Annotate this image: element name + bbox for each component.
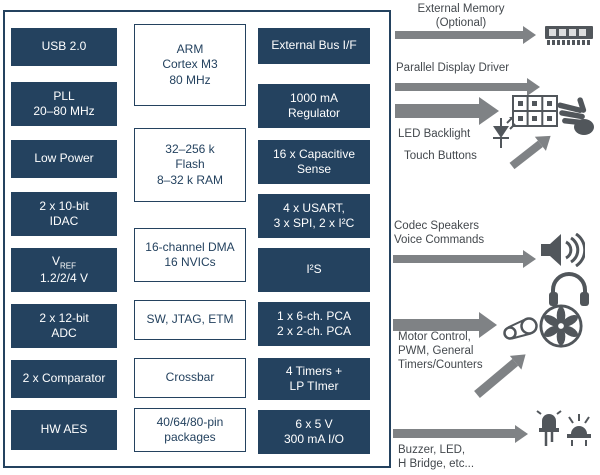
codec-speakers-label: Codec Speakers Voice Commands — [394, 220, 485, 246]
block-pll: PLL 20–80 MHz — [11, 82, 117, 126]
motor-control-label: Motor Control, PWM, General Timers/Count… — [398, 331, 483, 371]
block-i2s: I²S — [258, 248, 370, 292]
block-idac: 2 x 10-bit IDAC — [11, 192, 117, 236]
block-capacitive-sense: 16 x Capacitive Sense — [258, 140, 370, 184]
block-regulator-label: 1000 mA Regulator — [287, 90, 341, 120]
block-dma-nvic-label: 16-channel DMA 16 NVICs — [145, 239, 235, 269]
speaker-icon — [541, 233, 585, 267]
headphones-icon — [549, 272, 589, 306]
block-arm-core-label: ARM Cortex M3 80 MHz — [162, 41, 218, 87]
block-adc-label: 2 x 12-bit ADC — [39, 310, 89, 340]
block-usb: USB 2.0 — [11, 28, 117, 66]
belt-pulley-icon — [503, 317, 538, 340]
motor-fan-icon — [539, 304, 583, 348]
buzzer-arrow — [393, 429, 515, 438]
block-vref: VREF 1.2/2/4 V — [11, 248, 117, 292]
led-backlight-label: LED Backlight — [398, 128, 471, 140]
block-external-bus: External Bus I/F — [258, 28, 370, 64]
buzzer-label: Buzzer, LED, H Bridge, etc... — [398, 444, 475, 470]
block-sw-jtag-etm-label: SW, JTAG, ETM — [146, 312, 234, 327]
block-capacitive-sense-label: 16 x Capacitive Sense — [272, 146, 356, 176]
block-pca-label: 1 x 6-ch. PCA 2 x 2-ch. PCA — [276, 308, 352, 338]
block-regulator: 1000 mA Regulator — [258, 84, 370, 128]
block-pll-label: PLL 20–80 MHz — [33, 88, 95, 118]
block-packages: 40/64/80-pin packages — [134, 408, 246, 452]
block-pca: 1 x 6-ch. PCA 2 x 2-ch. PCA — [258, 302, 370, 346]
block-hw-aes: HW AES — [11, 410, 117, 450]
external-memory-label: External Memory (Optional) — [417, 3, 505, 29]
memory-module-icon — [545, 26, 593, 45]
led-diode-symbol-icon — [493, 116, 516, 148]
block-comparator: 2 x Comparator — [11, 360, 117, 398]
parallel-display-label: Parallel Display Driver — [396, 62, 510, 74]
vref-volts: 1.2/2/4 V — [39, 271, 89, 286]
block-external-bus-label: External Bus I/F — [271, 38, 357, 53]
block-timers: 4 Timers + LP TImer — [258, 358, 370, 400]
touch-buttons-label: Touch Buttons — [404, 150, 477, 162]
block-comparator-label: 2 x Comparator — [22, 371, 106, 386]
led-backlight-arrow — [395, 104, 479, 118]
external-memory-arrow — [395, 31, 523, 39]
block-usart-spi-i2c-label: 4 x USART, 3 x SPI, 2 x I²C — [273, 200, 355, 230]
block-crossbar: Crossbar — [134, 358, 246, 398]
block-vref-label: VREF 1.2/2/4 V — [40, 254, 88, 287]
block-usb-label: USB 2.0 — [41, 39, 87, 54]
led-backlight-grid-icon — [512, 95, 558, 127]
block-hw-aes-label: HW AES — [40, 422, 88, 437]
touch-hand-icon — [557, 97, 594, 135]
block-io: 6 x 5 V 300 mA I/O — [258, 410, 370, 454]
block-flash-ram: 32–256 k Flash 8–32 k RAM — [134, 128, 246, 202]
block-packages-label: 40/64/80-pin packages — [156, 414, 224, 444]
block-dma-nvic: 16-channel DMA 16 NVICs — [134, 228, 246, 282]
block-crossbar-label: Crossbar — [165, 370, 215, 385]
block-i2s-label: I²S — [306, 262, 322, 277]
block-low-power: Low Power — [11, 140, 117, 178]
vref-sub: REF — [60, 260, 76, 270]
block-io-label: 6 x 5 V 300 mA I/O — [283, 416, 345, 446]
block-low-power-label: Low Power — [34, 151, 94, 166]
buzzer-icon — [567, 414, 591, 446]
vref-v: V — [51, 253, 60, 268]
codec-arrow — [393, 255, 523, 263]
led-component-icon — [536, 410, 562, 446]
block-sw-jtag-etm: SW, JTAG, ETM — [134, 300, 246, 340]
block-timers-label: 4 Timers + LP TImer — [285, 363, 343, 393]
block-usart-spi-i2c: 4 x USART, 3 x SPI, 2 x I²C — [258, 194, 370, 238]
motor-arrow — [393, 319, 479, 331]
block-flash-ram-label: 32–256 k Flash 8–32 k RAM — [156, 141, 224, 187]
block-adc: 2 x 12-bit ADC — [11, 304, 117, 348]
parallel-display-arrow — [395, 83, 527, 91]
block-idac-label: 2 x 10-bit IDAC — [39, 198, 89, 228]
block-arm-core: ARM Cortex M3 80 MHz — [134, 24, 246, 106]
